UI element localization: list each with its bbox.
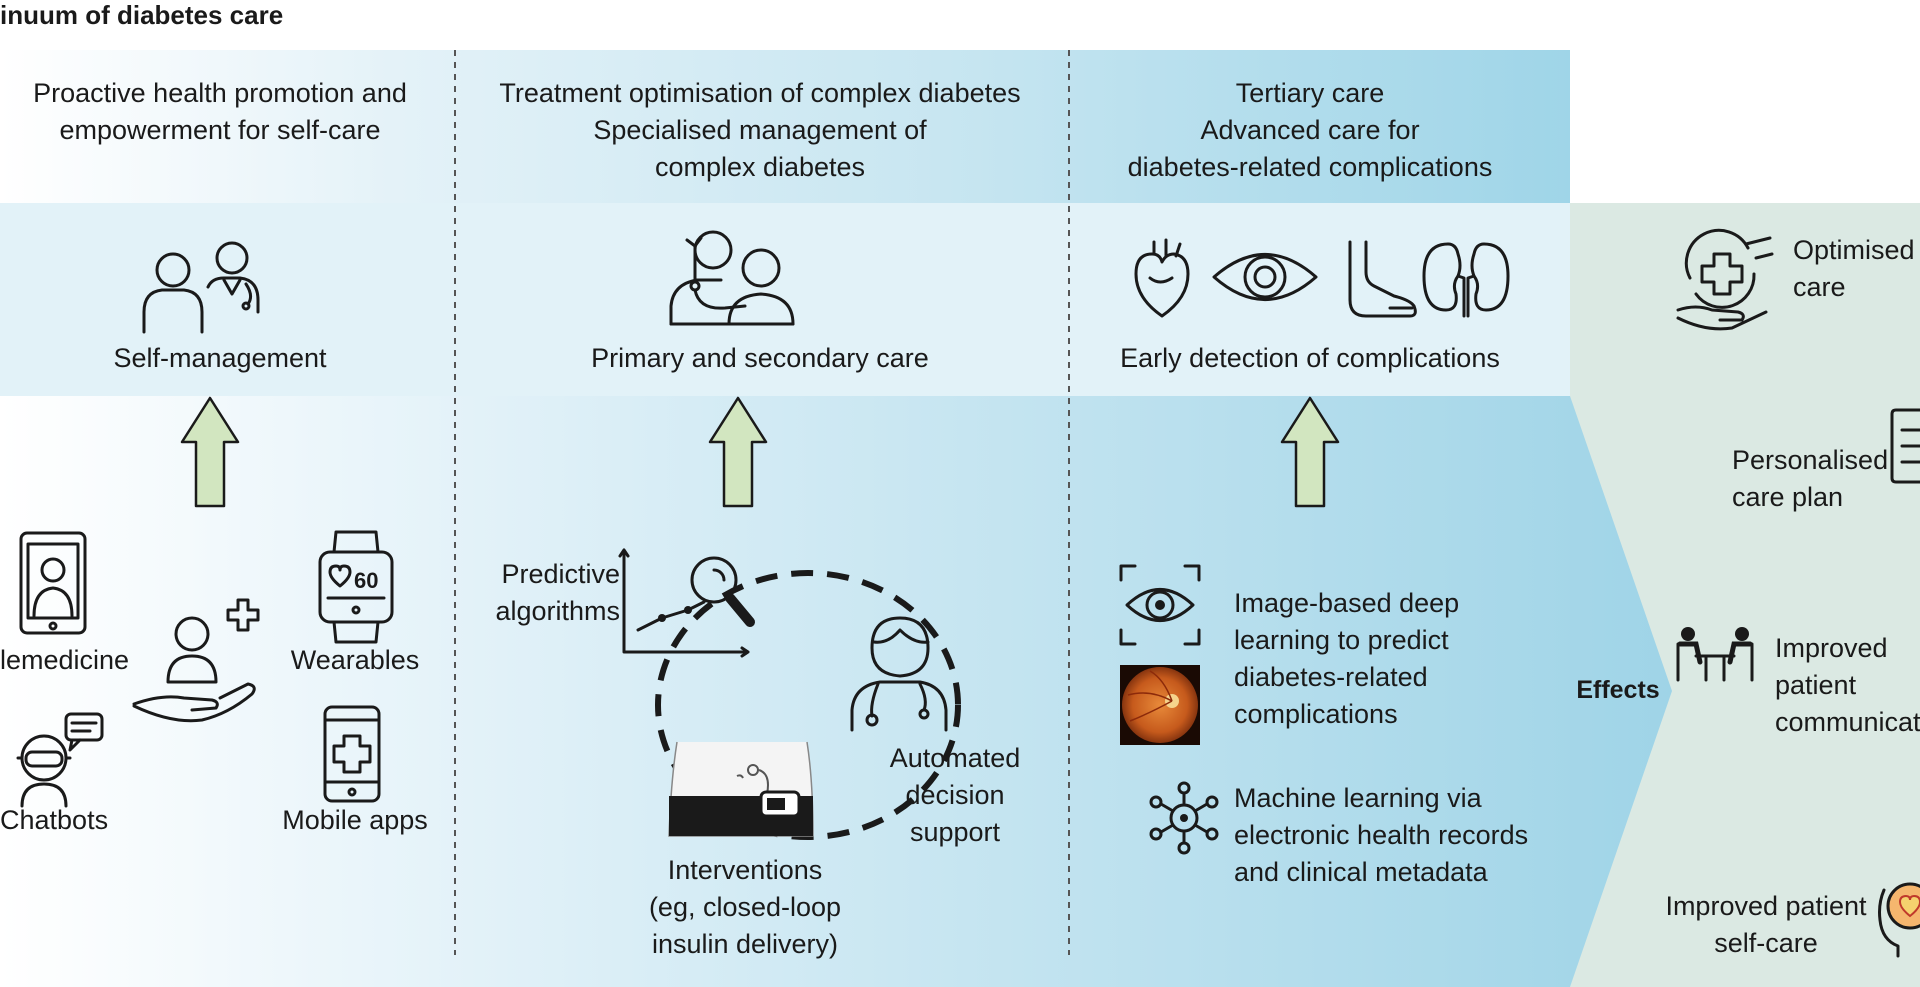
machine-learning-ehr-line: Machine learning via [1234, 783, 1482, 813]
automated-decision-line: decision [905, 780, 1005, 810]
predictive-algorithms-line: Predictive [501, 559, 620, 589]
retina-fundus-image [1120, 665, 1200, 745]
column-1-header-line: empowerment for self-care [59, 115, 381, 145]
effect-line: self-care [1714, 928, 1818, 958]
effect-line: Optimised [1793, 235, 1915, 265]
effect-line: Personalised [1732, 445, 1889, 475]
smartwatch-icon: 60 [318, 530, 394, 644]
up-arrow-icon [180, 396, 240, 508]
effect-optimised-care: Optimised care [1793, 232, 1920, 306]
effect-line: care plan [1732, 482, 1844, 512]
primary-secondary-care-label: Primary and secondary care [591, 343, 929, 373]
mobile-apps-label: Mobile apps [282, 805, 428, 835]
kidney-icon [1422, 242, 1510, 318]
doctor-icon [850, 616, 948, 732]
column-3-header-line: Advanced care for [1200, 115, 1420, 145]
column-3-header-line: diabetes-related complications [1127, 152, 1493, 182]
column-2-header-line: Treatment optimisation of complex diabet… [499, 78, 1021, 108]
effect-line: Improved [1775, 633, 1888, 663]
column-1-header: Proactive health promotion and empowerme… [10, 75, 430, 149]
effect-line: care [1793, 272, 1846, 302]
column-2-header-line: Specialised management of [593, 115, 927, 145]
heart-organ-icon [1134, 238, 1190, 318]
mobile-app-icon [323, 705, 381, 803]
hand-medical-cross-icon [1676, 228, 1774, 331]
clipboard-list-icon [1890, 408, 1920, 484]
header-band [0, 50, 1570, 203]
insulin-pump-body-icon [668, 741, 814, 837]
automated-decision-line: Automated [889, 743, 1021, 773]
eye-icon [1212, 253, 1318, 301]
line-chart-magnifier-icon [618, 548, 755, 658]
column-1-header-line: Proactive health promotion and [33, 78, 407, 108]
effect-line: communicati [1775, 707, 1920, 737]
effect-personalised-care-plan: Personalised care plan [1732, 442, 1902, 516]
interventions-line: insulin delivery) [651, 929, 839, 959]
body-chevron [0, 396, 1672, 987]
eye-scan-icon [1119, 564, 1201, 646]
consultation-desk-icon [1676, 627, 1754, 682]
telemedicine-label: lemedicine [0, 645, 130, 675]
up-arrow-icon [1280, 396, 1340, 508]
column-3-header-line: Tertiary care [1235, 78, 1385, 108]
effect-improved-self-care: Improved patient self-care [1656, 888, 1876, 962]
machine-learning-ehr-label: Machine learning via electronic health r… [1234, 780, 1574, 891]
effect-line: Improved patient [1665, 891, 1867, 921]
hand-person-plus-icon [132, 598, 260, 723]
level-band [0, 203, 1570, 396]
dashed-loop [655, 570, 961, 840]
chatbots-label: Chatbots [0, 805, 109, 835]
interventions-line: Interventions [667, 855, 823, 885]
telemedicine-tablet-icon [19, 531, 87, 635]
wearables-label: Wearables [290, 645, 420, 675]
interventions-label: Interventions (eg, closed-loop insulin d… [610, 852, 880, 963]
hand-heart-icon [1878, 882, 1920, 958]
foot-icon [1348, 240, 1417, 318]
up-arrow-icon [708, 396, 768, 508]
automated-decision-support-label: Automated decision support [880, 740, 1030, 851]
image-deep-learning-line: learning to predict [1234, 625, 1449, 655]
column-2-header: Treatment optimisation of complex diabet… [470, 75, 1050, 186]
neural-network-icon [1149, 781, 1219, 855]
chatbot-robot-icon [16, 712, 104, 808]
image-deep-learning-line: diabetes-related [1234, 662, 1428, 692]
image-deep-learning-line: complications [1234, 699, 1398, 729]
effect-line: patient [1775, 670, 1857, 700]
image-deep-learning-label: Image-based deep learning to predict dia… [1234, 585, 1554, 733]
predictive-algorithms-label: Predictive algorithms [470, 556, 620, 630]
column-3-header: Tertiary care Advanced care for diabetes… [1080, 75, 1540, 186]
column-2-header-line: complex diabetes [654, 152, 866, 182]
image-deep-learning-line: Image-based deep [1234, 588, 1460, 618]
doctor-patient-icon [669, 230, 795, 326]
effect-improved-communication: Improved patient communicati [1775, 630, 1920, 741]
self-management-label: Self-management [113, 343, 327, 373]
automated-decision-line: support [909, 817, 1001, 847]
people-icon [142, 241, 260, 334]
svg-text:60: 60 [354, 568, 378, 593]
machine-learning-ehr-line: and clinical metadata [1234, 857, 1488, 887]
figure-title: inuum of diabetes care [0, 0, 284, 30]
machine-learning-ehr-line: electronic health records [1234, 820, 1529, 850]
effects-label: Effects [1576, 676, 1660, 704]
early-detection-label: Early detection of complications [1120, 343, 1500, 373]
interventions-line: (eg, closed-loop [648, 892, 842, 922]
predictive-algorithms-line: algorithms [495, 596, 620, 626]
